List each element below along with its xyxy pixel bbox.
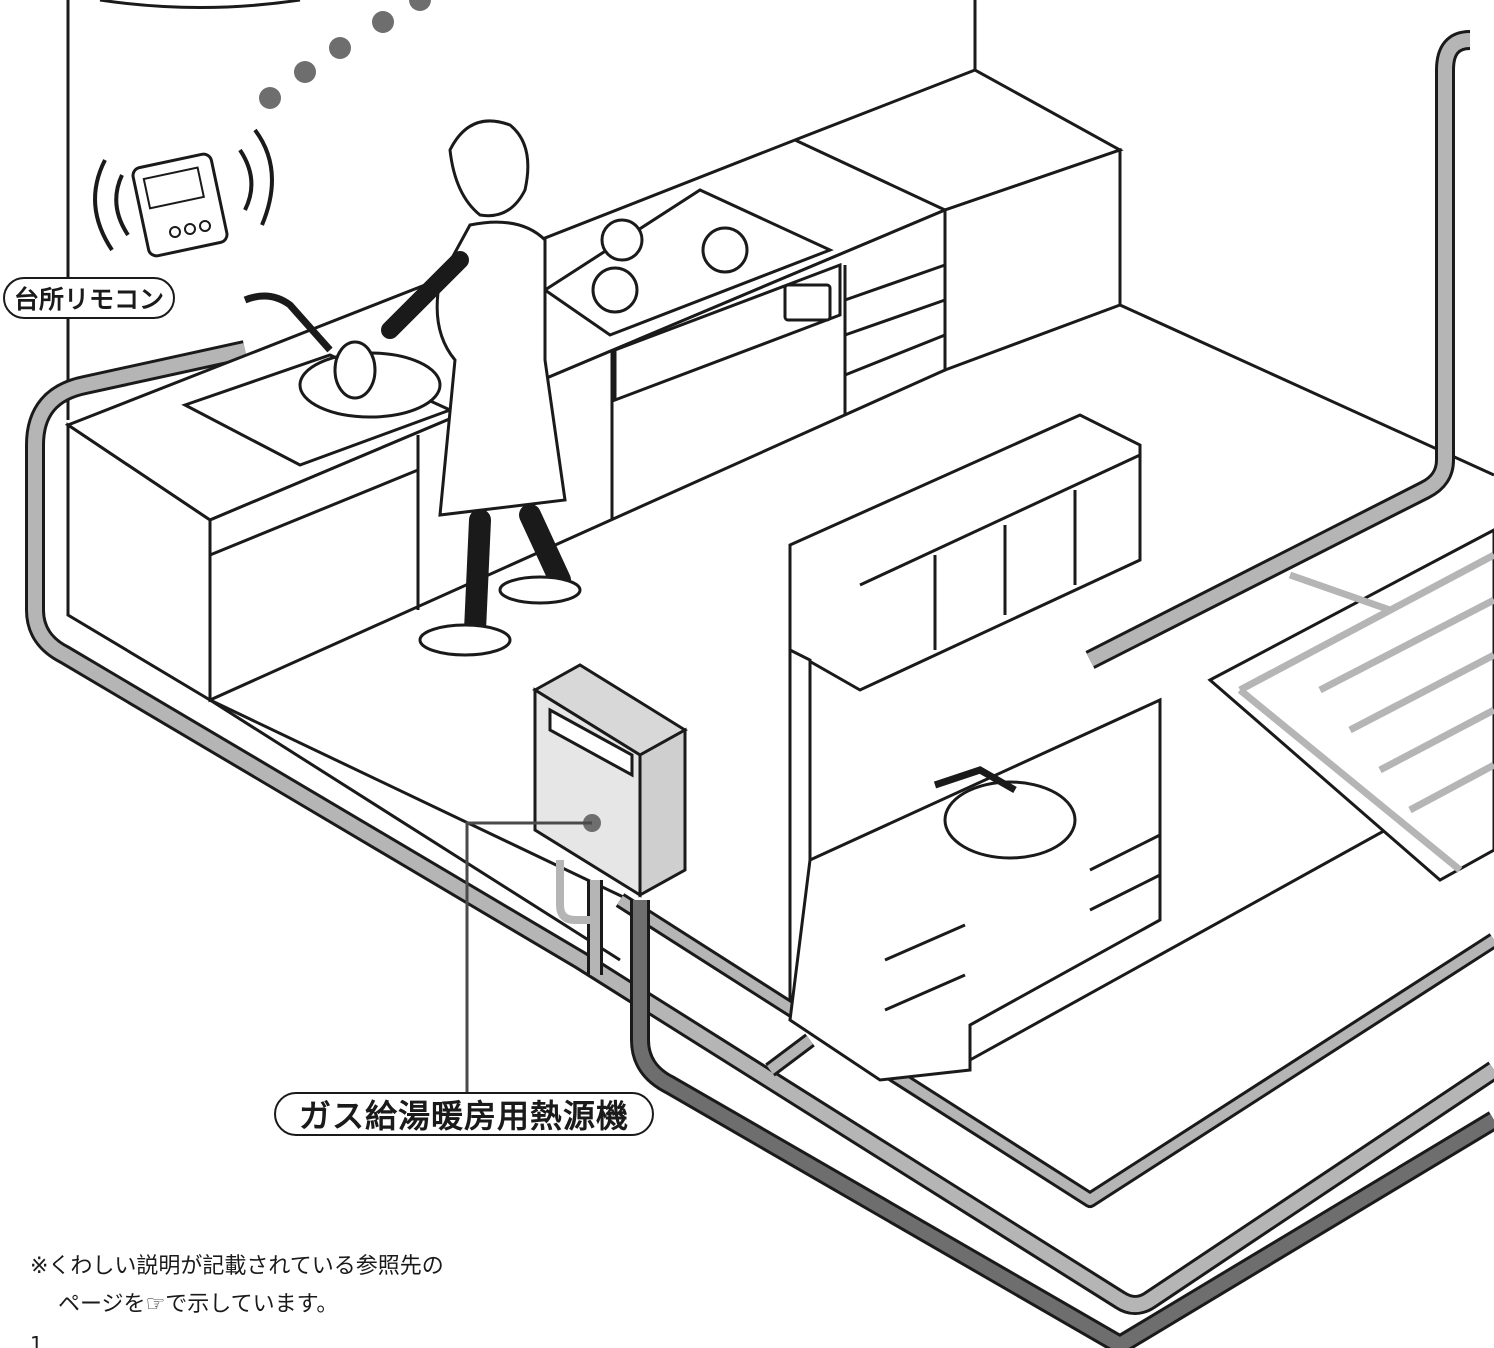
footnote-line-2-suffix: で示しています。 [165,1292,339,1317]
footnote-line-2: ページを☞で示しています。 [30,1286,444,1324]
wireless-signal-dots [259,0,431,109]
heat-source-leader-line [465,821,592,1095]
heating-pipe-loop [25,30,1494,1348]
floor-outline [66,0,1494,1062]
washbasin-vanity [788,413,1162,1082]
floor-heating-mat [1207,528,1494,882]
top-balloon-edge [99,0,301,9]
footnote: ※くわしい説明が記載されている参照先の ページを☞で示しています。 [30,1248,444,1324]
footnote-line-1: ※くわしい説明が記載されている参照先の [30,1254,444,1279]
reference-pointer-icon: ☞ [145,1292,166,1317]
kitchen-remote-illustration [93,128,274,258]
kitchen-remote-label: 台所リモコン [3,277,175,319]
gas-heat-source-unit [532,663,688,924]
person-washing-dishes [333,119,582,657]
heat-source-label: ガス給湯暖房用熱源機 [274,1092,654,1136]
footnote-line-2-prefix: ページを [58,1292,146,1317]
page-number: 1 [30,1332,43,1348]
gas-cooktop [542,188,834,337]
